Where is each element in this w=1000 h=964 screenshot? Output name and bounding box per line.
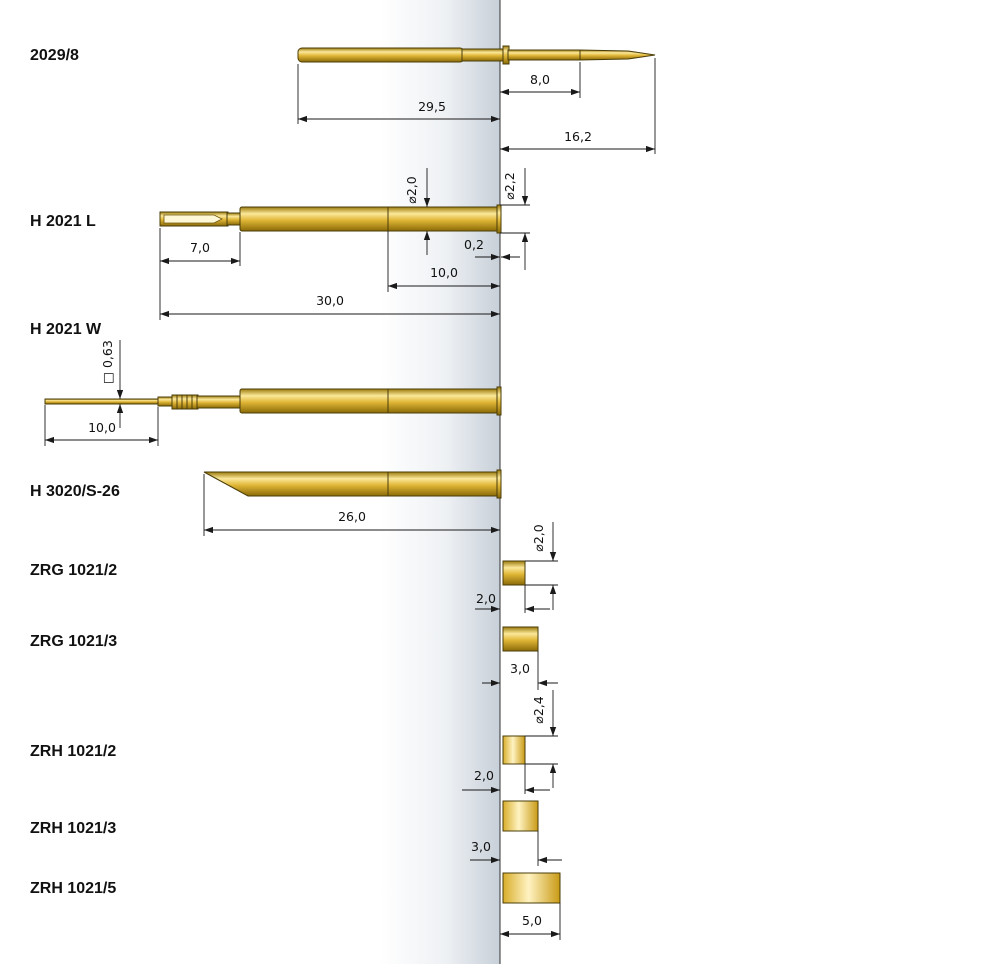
receptacle-zrg2: [502, 560, 526, 586]
dim-h2021l-barrel: 10,0: [430, 265, 458, 280]
dim-zrg2-len: 2,0: [476, 591, 496, 606]
dim-h2021l-flange: 0,2: [464, 237, 484, 252]
dim-zrh5-len: 5,0: [522, 913, 542, 928]
receptacle-zrg3: [502, 626, 539, 652]
dim-zrh3-len: 3,0: [471, 839, 491, 854]
dim-2029-tip: 8,0: [530, 72, 550, 87]
receptacle-zrh2: [502, 735, 526, 765]
dim-2029-overall: 29,5: [418, 99, 446, 114]
dim-h2021l-tip: 7,0: [190, 240, 210, 255]
dim-h2021l-overall: 30,0: [316, 293, 344, 308]
part-label-2029-8: 2029/8: [30, 47, 79, 64]
part-label-zrg2: ZRG 1021/2: [30, 562, 117, 579]
part-label-h2021w: H 2021 W: [30, 321, 102, 338]
dim-h2021w-tip: 10,0: [88, 420, 116, 435]
dim-h2021l-dia-flange: ⌀2,2: [502, 172, 517, 199]
part-label-zrh3: ZRH 1021/3: [30, 820, 116, 837]
dim-h2021l-dia-body: ⌀2,0: [404, 176, 419, 203]
part-label-zrg3: ZRG 1021/3: [30, 633, 117, 650]
dim-zrg3-len: 3,0: [510, 661, 530, 676]
probe-h2021l: [159, 204, 502, 234]
probe-2029-8: [297, 45, 656, 65]
part-label-h2021l: H 2021 L: [30, 213, 96, 230]
dim-zrh2-dia: ⌀2,4: [531, 696, 546, 723]
receptacle-zrh5: [502, 872, 561, 904]
dim-zrg2-dia: ⌀2,0: [531, 524, 546, 551]
dim-h3020-overall: 26,0: [338, 509, 366, 524]
dim-2029-front: 16,2: [564, 129, 592, 144]
dim-h2021w-square: □ 0,63: [100, 340, 115, 384]
part-label-zrh2: ZRH 1021/2: [30, 743, 116, 760]
part-label-zrh5: ZRH 1021/5: [30, 880, 116, 897]
receptacle-zrh3: [502, 800, 539, 832]
dim-zrh2-len: 2,0: [474, 768, 494, 783]
probe-h3020: [203, 469, 502, 499]
probe-h2021w: [44, 386, 502, 416]
part-label-h3020: H 3020/S-26: [30, 483, 120, 500]
